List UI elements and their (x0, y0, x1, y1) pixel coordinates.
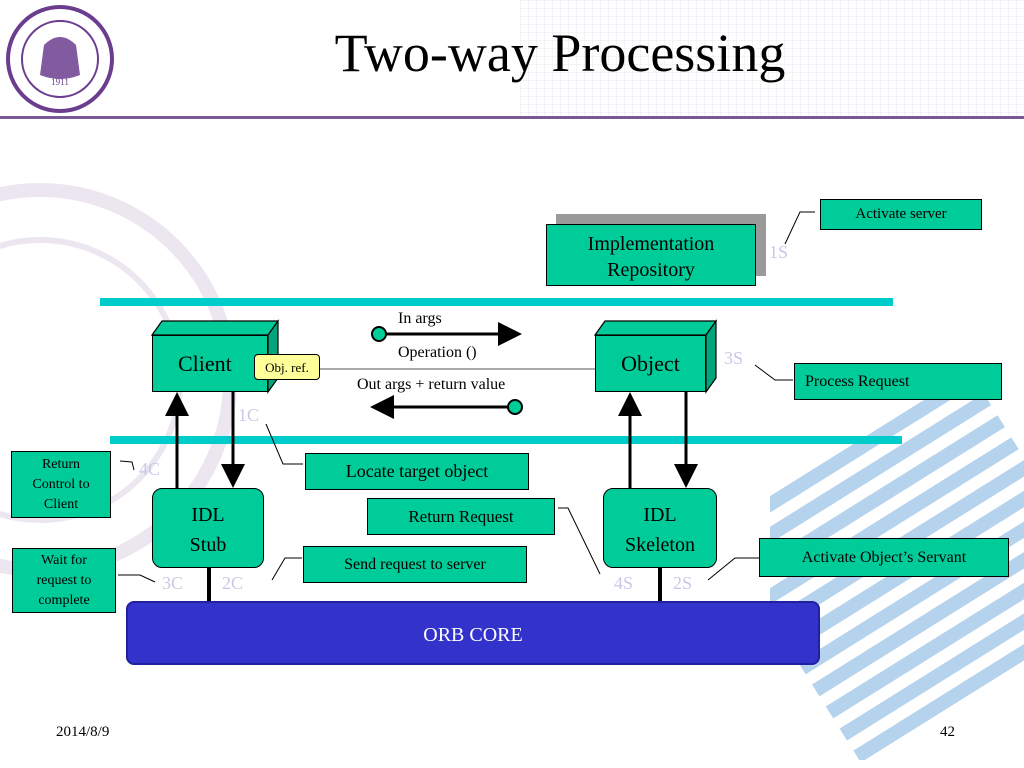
callout-return-control: Return Control to Client (11, 451, 111, 518)
obj-ref-badge: Obj. ref. (254, 354, 320, 380)
idl-skeleton-line1: IDL (643, 504, 677, 526)
idl-stub-line2: Stub (189, 534, 227, 556)
step-4c: 4C (139, 459, 161, 479)
idl-stub-box: IDL Stub (152, 488, 264, 568)
orb-core-bar: ORB CORE (126, 601, 820, 665)
step-3s: 3S (724, 348, 744, 368)
svg-text:1911: 1911 (51, 77, 69, 87)
wait-for-line3: complete (38, 593, 90, 608)
callout-activate-server: Activate server (820, 199, 982, 230)
footer-page-number: 42 (940, 724, 955, 740)
implementation-repository-box: Implementation Repository (546, 224, 756, 286)
callout-locate-target: Locate target object (305, 453, 529, 490)
step-1s: 1S (769, 242, 789, 262)
impl-repo-line2: Repository (607, 259, 695, 281)
wait-for-line2: request to (36, 573, 92, 588)
step-3c: 3C (162, 573, 184, 593)
client-label: Client (178, 351, 232, 376)
return-control-line2: Control to (32, 477, 90, 492)
lower-boundary-band (110, 436, 902, 444)
tsinghua-seal-icon: 1911 (6, 5, 114, 113)
callout-wait-for: Wait for request to complete (12, 548, 116, 613)
footer-date: 2014/8/9 (56, 724, 110, 740)
callout-activate-servant: Activate Object’s Servant (759, 538, 1009, 577)
wait-for-line1: Wait for (41, 553, 87, 568)
header-divider (0, 116, 1024, 119)
object-box: Object (595, 335, 706, 392)
return-control-line1: Return (41, 457, 81, 472)
client-box: Client (152, 335, 268, 392)
upper-boundary-band (100, 298, 893, 306)
impl-repo-line1: Implementation (587, 233, 715, 255)
step-1c: 1C (238, 405, 260, 425)
header-background (520, 0, 1024, 118)
step-2c: 2C (222, 573, 244, 593)
callout-send-request: Send request to server (303, 546, 527, 583)
callout-process-request: Process Request (794, 363, 1002, 400)
callout-return-request: Return Request (367, 498, 555, 535)
idl-skeleton-line2: Skeleton (625, 534, 695, 556)
page-title: Two-way Processing (334, 23, 786, 83)
idl-skeleton-box: IDL Skeleton (603, 488, 717, 568)
out-args-label: Out args + return value (357, 376, 506, 393)
in-args-dot (371, 326, 387, 342)
idl-stub-line1: IDL (191, 504, 225, 526)
return-control-line3: Client (43, 497, 79, 512)
step-4s: 4S (614, 573, 634, 593)
operation-label: Operation () (398, 344, 477, 361)
out-args-dot (507, 399, 523, 415)
step-2s: 2S (673, 573, 693, 593)
in-args-label: In args (398, 310, 442, 327)
object-label: Object (621, 351, 680, 376)
